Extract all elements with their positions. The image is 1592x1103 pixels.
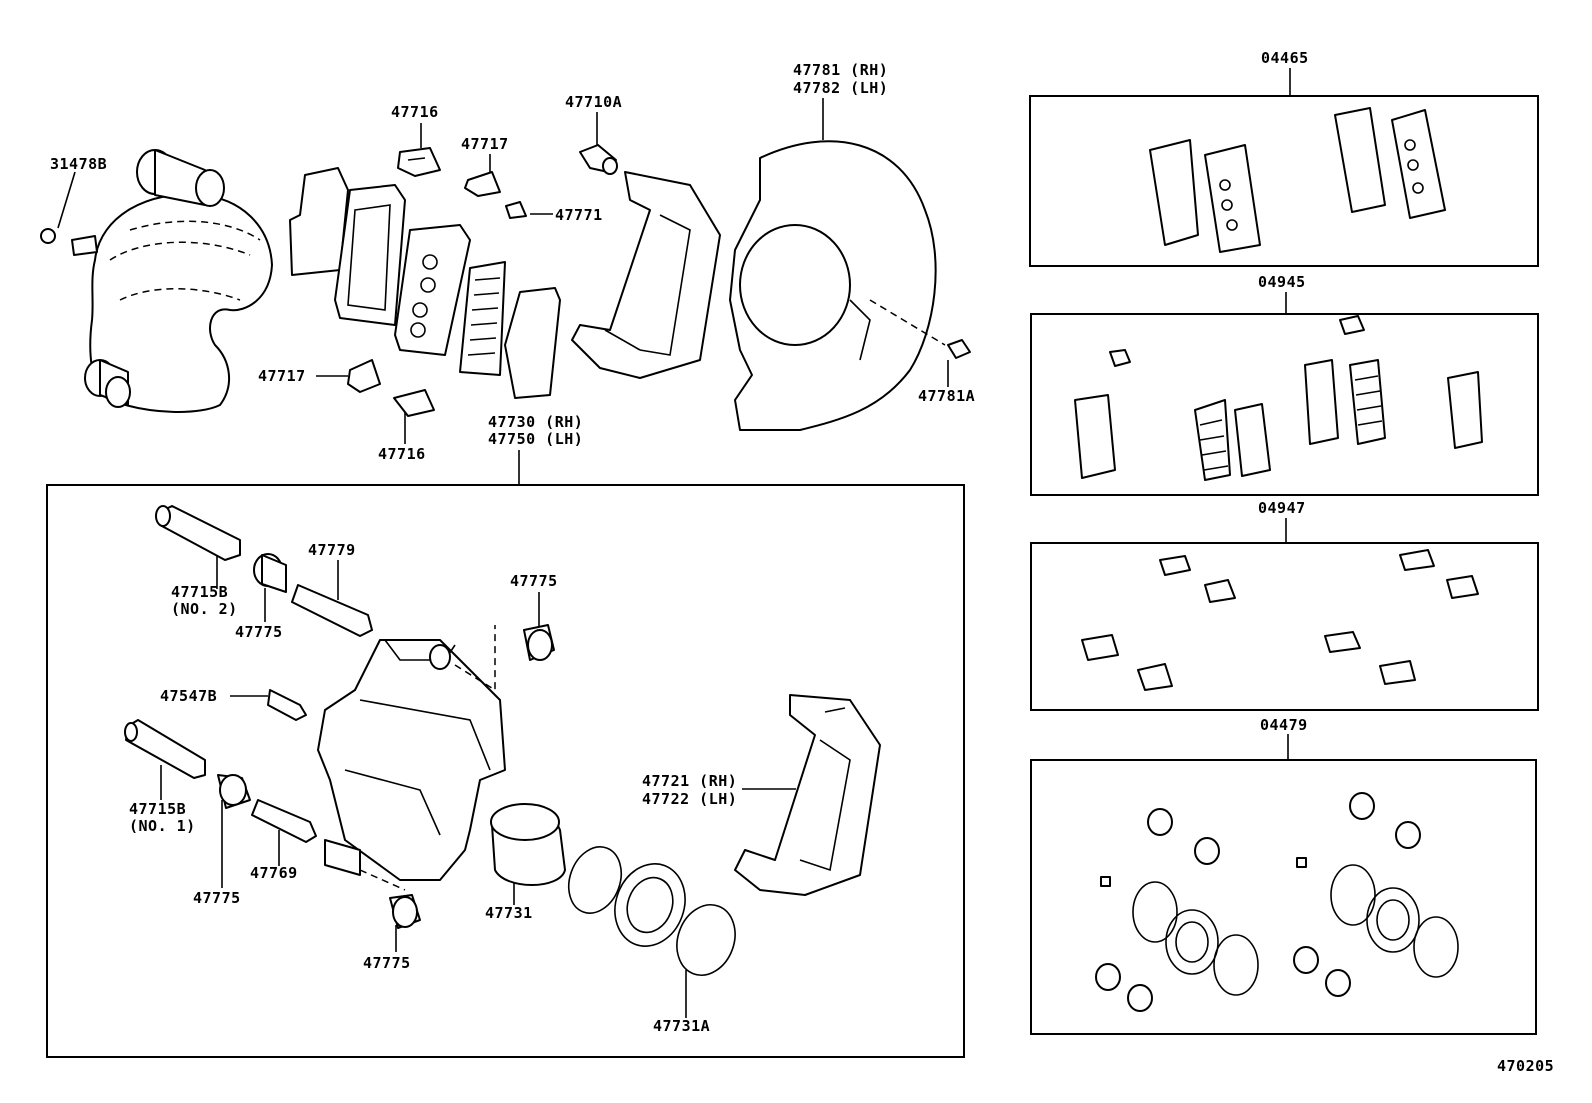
brake-pad-outer: [334, 184, 406, 326]
label-47775-d: 47775: [363, 954, 411, 972]
bushing-47775-a: [253, 553, 287, 593]
label-31478b: 31478B: [50, 155, 108, 173]
label-04465: 04465: [1261, 49, 1309, 67]
label-47717-top: 47717: [461, 135, 509, 153]
bushing-47775-d: [389, 894, 421, 929]
bleeder-47710a: [579, 144, 618, 175]
kit-box-04945: [1030, 313, 1539, 496]
label-47782-lh: 47782 (LH): [793, 79, 889, 97]
clip-47717-top: [464, 171, 501, 197]
bushing-47775-b: [523, 624, 555, 661]
slide-pin-bolt-no1: [124, 719, 206, 779]
label-47717-bottom: 47717: [258, 367, 306, 385]
brake-cylinder-body: [40, 149, 273, 413]
brake-pad-inner: [394, 224, 471, 356]
kit-04945-parts: [1074, 315, 1483, 481]
clip-47716-top: [397, 147, 441, 177]
disc-brake-dust-shield: [729, 140, 946, 431]
label-47750-lh: 47750 (LH): [488, 430, 584, 448]
label-47779: 47779: [308, 541, 356, 559]
kit-04465-parts: [1149, 107, 1446, 253]
kit-box-04947: [1030, 542, 1539, 711]
label-04479: 04479: [1260, 716, 1308, 734]
bolt-47781a: [947, 339, 971, 359]
label-no2: (NO. 2): [171, 600, 238, 618]
caliper-assembly-box: [46, 484, 965, 1058]
anti-squeal-shim-inner: [504, 287, 561, 399]
kit-04947-parts: [1081, 549, 1479, 691]
label-47716-top: 47716: [391, 103, 439, 121]
label-47775-c: 47775: [193, 889, 241, 907]
piston-seal: [567, 846, 623, 914]
label-04947: 04947: [1258, 499, 1306, 517]
kit-box-04479: [1030, 759, 1537, 1035]
slide-pin-bolt-no2: [155, 505, 241, 561]
label-47715b-no2: 47715B: [171, 583, 229, 601]
kit-box-04465: [1029, 95, 1539, 267]
caliper-cylinder-body: [317, 625, 506, 891]
label-47547b: 47547B: [160, 687, 218, 705]
clip-47716-bottom: [393, 389, 435, 417]
label-47716-bottom: 47716: [378, 445, 426, 463]
label-04945: 04945: [1258, 273, 1306, 291]
set-ring-47731a: [676, 904, 736, 976]
caliper-mounting-bracket-47721: [734, 694, 881, 896]
label-47775-a: 47775: [510, 572, 558, 590]
label-47781a: 47781A: [918, 387, 976, 405]
label-47771: 47771: [555, 206, 603, 224]
slide-pin-47769: [251, 799, 317, 843]
label-47721-rh: 47721 (RH): [642, 772, 738, 790]
label-47781-rh: 47781 (RH): [793, 61, 889, 79]
clip-47771: [505, 201, 527, 219]
pad-wear-indicator-shim: [459, 261, 506, 376]
clip-47717-bottom: [347, 359, 381, 393]
label-47769: 47769: [250, 864, 298, 882]
slide-pin-47779: [291, 584, 373, 637]
caliper-mounting-bracket-top: [571, 171, 721, 379]
anti-squeal-shim-outer: [289, 167, 349, 276]
label-47715b-no1: 47715B: [129, 800, 187, 818]
cylinder-boot: [614, 863, 686, 947]
piston-47731: [490, 803, 566, 886]
label-47731: 47731: [485, 904, 533, 922]
label-47722-lh: 47722 (LH): [642, 790, 738, 808]
label-47710a: 47710A: [565, 93, 623, 111]
label-47730-rh: 47730 (RH): [488, 413, 584, 431]
label-47775-b: 47775: [235, 623, 283, 641]
label-no1: (NO. 1): [129, 817, 196, 835]
label-diagram-number: 470205: [1497, 1057, 1555, 1075]
label-47731a: 47731A: [653, 1017, 711, 1035]
kit-04479-parts: [1095, 792, 1459, 1012]
bleeder-47547b: [267, 689, 307, 721]
bushing-47775-c: [217, 774, 251, 809]
